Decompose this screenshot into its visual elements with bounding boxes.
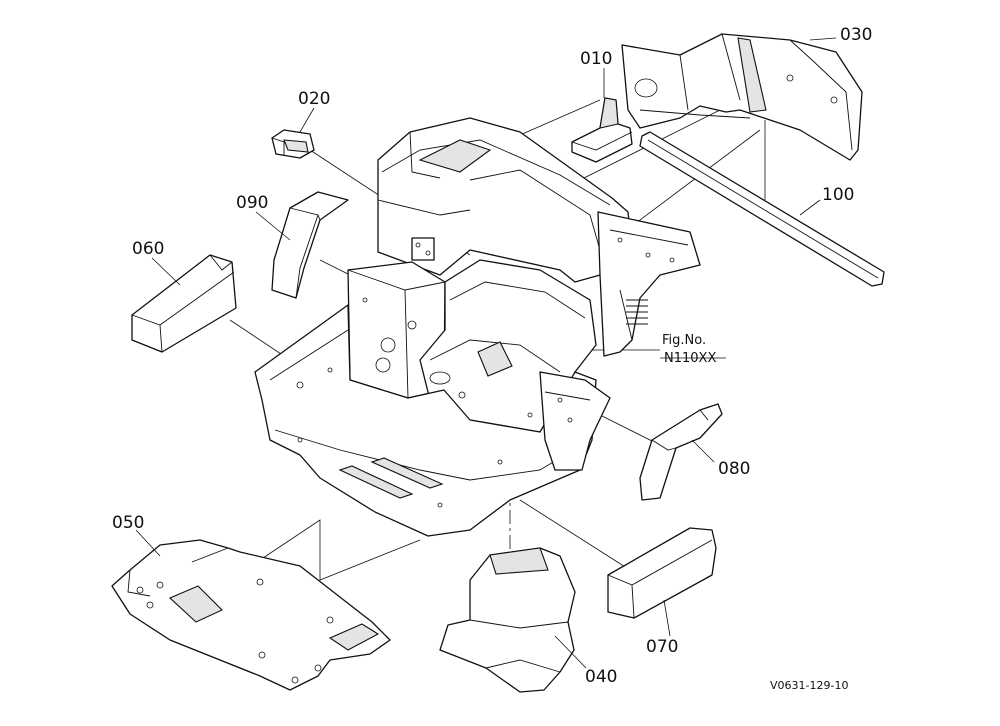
- label-090: 090: [236, 193, 268, 213]
- label-100: 100: [822, 185, 854, 205]
- label-leaders: [135, 37, 837, 669]
- part-020: [271, 129, 315, 159]
- drawing-code: V0631-129-10: [770, 679, 848, 692]
- figure-reference: Fig.No. N110XX: [662, 333, 716, 366]
- part-040: [439, 547, 576, 693]
- main-frame: [254, 117, 701, 537]
- label-030: 030: [840, 25, 872, 45]
- part-080: [639, 403, 723, 501]
- part-030: [621, 33, 863, 161]
- label-080: 080: [718, 459, 750, 479]
- label-060: 060: [132, 239, 164, 259]
- label-020: 020: [298, 89, 330, 109]
- part-050: [111, 539, 391, 691]
- label-050: 050: [112, 513, 144, 533]
- part-090: [271, 191, 349, 299]
- part-labels: 010 020 030 040 050 060 070 080 090 100: [112, 25, 872, 687]
- figure-ref-line1: Fig.No.: [662, 333, 706, 348]
- part-060: [131, 254, 237, 353]
- label-070: 070: [646, 637, 678, 657]
- figure-ref-line2: N110XX: [664, 351, 716, 366]
- part-100: [639, 131, 885, 287]
- part-010: [571, 97, 633, 163]
- part-070: [607, 527, 717, 619]
- label-010: 010: [580, 49, 612, 69]
- label-040: 040: [585, 667, 617, 687]
